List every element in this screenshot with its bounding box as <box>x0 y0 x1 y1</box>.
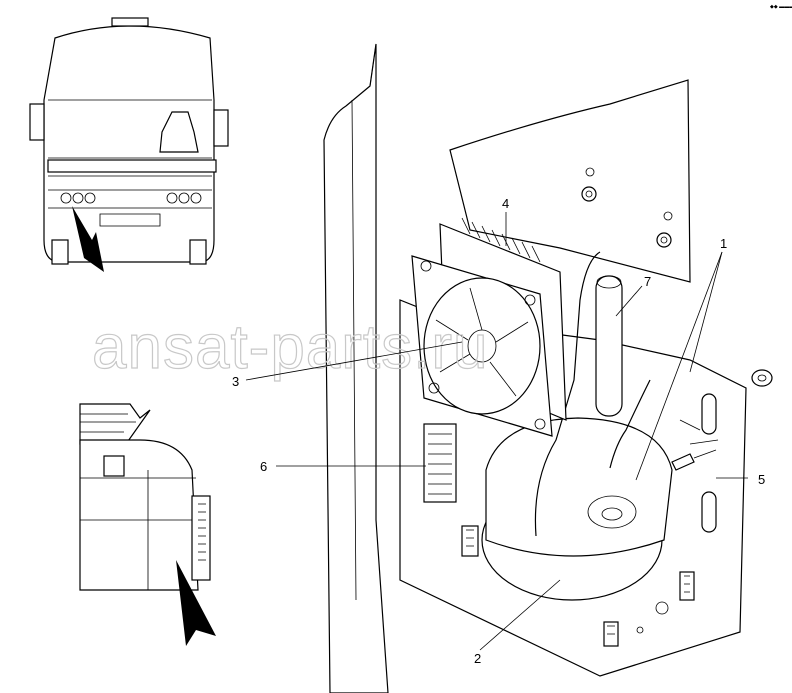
leader-lines <box>245 212 748 651</box>
compressor <box>481 417 673 601</box>
mount-stud <box>603 621 619 647</box>
bus-side-detail-view <box>79 403 216 646</box>
callout-5: 5 <box>758 472 765 487</box>
body-panel-left <box>323 43 389 693</box>
nut <box>581 186 597 202</box>
bus-front-arrow <box>72 206 104 272</box>
mount-stud <box>461 525 479 557</box>
main-assembly <box>323 43 773 693</box>
callout-1: 1 <box>720 236 727 251</box>
refrigerant-tube <box>609 379 651 469</box>
nut <box>656 232 672 248</box>
receiver-drier <box>595 275 623 417</box>
callout-3: 3 <box>232 374 239 389</box>
callout-4: 4 <box>502 196 509 211</box>
mount-stud <box>679 571 695 601</box>
callout-6: 6 <box>260 459 267 474</box>
watermark-text: ansat-parts.ru <box>92 313 489 382</box>
cooling-fan <box>411 255 553 437</box>
refrigerant-tube <box>534 251 601 537</box>
body-panel-upper <box>449 79 691 283</box>
callout-2: 2 <box>474 651 481 666</box>
electrical-connector <box>423 423 457 503</box>
corner-mark: ◆◆ ▬▬▬ <box>770 4 792 10</box>
bus-side-arrow <box>176 560 216 646</box>
callout-7: 7 <box>644 274 651 289</box>
bolt <box>671 449 717 471</box>
washer <box>751 369 773 387</box>
bus-front-view <box>29 17 229 272</box>
